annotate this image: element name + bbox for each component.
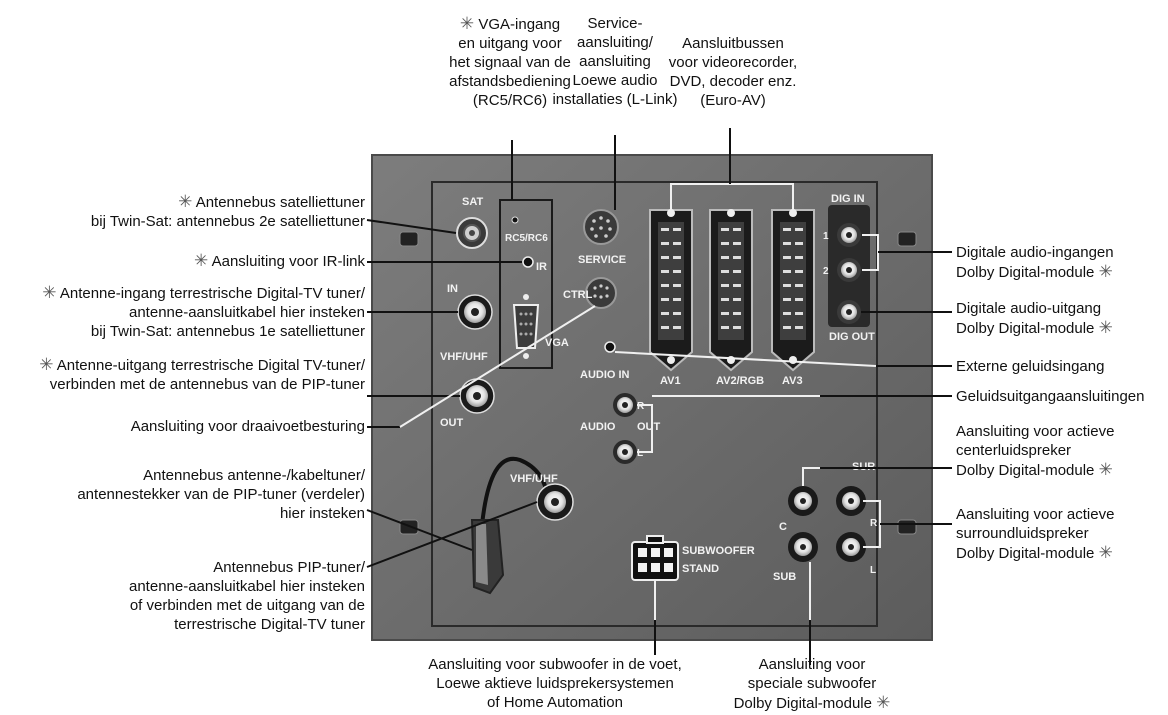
panel-label-rc5: RC5/RC6 <box>505 233 548 244</box>
panel-label-service: SERVICE <box>578 254 626 266</box>
vhf-uhf-plug <box>470 456 550 595</box>
vhf-uhf-jack <box>536 483 574 521</box>
label-euro-av: Aansluitbussen voor videorecorder, DVD, … <box>668 35 798 109</box>
label-sat: ✳ Antennebus satelliettuner bij Twin-Sat… <box>90 192 365 230</box>
panel-label-audio-out: OUT <box>637 421 661 433</box>
panel-label-ctrl: CTRL <box>563 289 593 301</box>
panel-label-ir: IR <box>536 261 547 273</box>
leader-lines-inner <box>399 305 877 620</box>
scart-av2 <box>709 209 753 372</box>
rc5-jack <box>511 216 519 224</box>
sur-r-jack <box>836 486 866 516</box>
antenna-out-jack <box>459 378 495 414</box>
label-antenna-in: ✳ Antenne-ingang terrestrische Digital-T… <box>42 283 365 340</box>
asterisk-icon: ✳ <box>1098 543 1113 562</box>
asterisk-icon: ✳ <box>1098 460 1113 479</box>
panel-label-audio-r: R <box>637 401 645 412</box>
label-dig-out: Digitale audio-uitgang Dolby Digital-mod… <box>956 300 1113 337</box>
ctrl-din-socket <box>585 277 617 309</box>
label-service: Service- aansluiting/ aansluiting Loewe … <box>552 15 678 108</box>
asterisk-icon: ✳ <box>1098 318 1113 337</box>
panel-label-vhf-uhf-2: VHF/UHF <box>510 473 558 485</box>
panel-label-audio: AUDIO <box>580 421 616 433</box>
label-subwoofer-stand: Aansluiting voor subwoofer in de voet, L… <box>428 656 682 711</box>
panel-label-av3: AV3 <box>782 375 803 387</box>
center-jack <box>788 486 818 516</box>
panel-label-dig-in: DIG IN <box>831 193 865 205</box>
panel-label-audio-in: AUDIO IN <box>580 369 630 381</box>
mount-hole <box>399 231 917 535</box>
dig-in-2-jack <box>837 258 861 282</box>
panel-label-sur-r: R <box>870 518 878 529</box>
label-surround-speaker: Aansluiting voor actieve surroundluidspr… <box>956 506 1115 562</box>
label-ir-link: ✳ Aansluiting voor IR-link <box>194 251 365 270</box>
panel-label-subwoofer: SUBWOOFER <box>682 545 755 557</box>
asterisk-icon: ✳ <box>459 14 475 33</box>
panel-label-audio-l: L <box>637 448 643 459</box>
panel-label-av1: AV1 <box>660 375 681 387</box>
leader-lines <box>366 128 952 665</box>
panel-label-sat: SAT <box>462 196 483 208</box>
vga-area-frame <box>499 199 553 369</box>
asterisk-icon: ✳ <box>876 693 891 712</box>
sur-l-jack <box>836 532 866 562</box>
panel-label-dig-1: 1 <box>823 231 829 242</box>
panel-label-dig-out: DIG OUT <box>829 331 875 343</box>
panel-label-stand: STAND <box>682 563 719 575</box>
sub-jack <box>788 532 818 562</box>
label-external-audio-in: Externe geluidsingang <box>956 358 1105 375</box>
asterisk-icon: ✳ <box>39 355 54 374</box>
label-pip-tuner: Antennebus PIP-tuner/ antenne-aansluitka… <box>129 559 365 633</box>
panel-label-vhf-uhf-1: VHF/UHF <box>440 351 488 363</box>
subwoofer-stand-connector <box>631 535 679 581</box>
vga-connector <box>512 294 540 359</box>
audio-out-r-jack <box>613 393 637 417</box>
label-center-speaker: Aansluiting voor actieve centerluidsprek… <box>956 423 1115 479</box>
panel-label-c: C <box>779 521 787 533</box>
panel-label-in: IN <box>447 283 458 295</box>
panel-label-av2: AV2/RGB <box>716 375 764 387</box>
label-vga-signal: ✳ VGA-ingang en uitgang voor het signaal… <box>449 14 571 109</box>
ir-jack <box>522 256 534 268</box>
label-ctrl: Aansluiting voor draaivoetbesturing <box>130 418 365 435</box>
antenna-in-jack <box>457 294 493 330</box>
audio-out-l-jack <box>613 440 637 464</box>
label-antenna-out: ✳ Antenne-uitgang terrestrische Digital … <box>39 355 365 393</box>
dig-out-jack <box>837 300 861 324</box>
panel-label-sur-l: L <box>870 565 876 576</box>
asterisk-icon: ✳ <box>1098 262 1113 281</box>
panel-label-sub: SUB <box>773 571 796 583</box>
sat-connector <box>456 217 488 249</box>
asterisk-icon: ✳ <box>194 251 209 270</box>
panel-label-dig-2: 2 <box>823 266 829 277</box>
label-special-subwoofer: Aansluiting voor speciale subwoofer Dolb… <box>733 656 891 712</box>
asterisk-icon: ✳ <box>42 283 57 302</box>
service-din-socket <box>583 209 619 245</box>
label-kabeltuner: Antennebus antenne-/kabeltuner/ antennes… <box>77 467 365 522</box>
panel-label-out: OUT <box>440 417 464 429</box>
label-dig-in: Digitale audio-ingangen Dolby Digital-mo… <box>956 244 1114 281</box>
dig-in-1-jack <box>837 223 861 247</box>
panel-label-vga: VGA <box>545 337 569 349</box>
scart-av1 <box>649 209 693 372</box>
asterisk-icon: ✳ <box>178 192 193 211</box>
audio-in-jack <box>604 341 616 353</box>
scart-av3 <box>771 209 815 372</box>
label-audio-out: Geluidsuitgangaansluitingen <box>956 388 1145 405</box>
